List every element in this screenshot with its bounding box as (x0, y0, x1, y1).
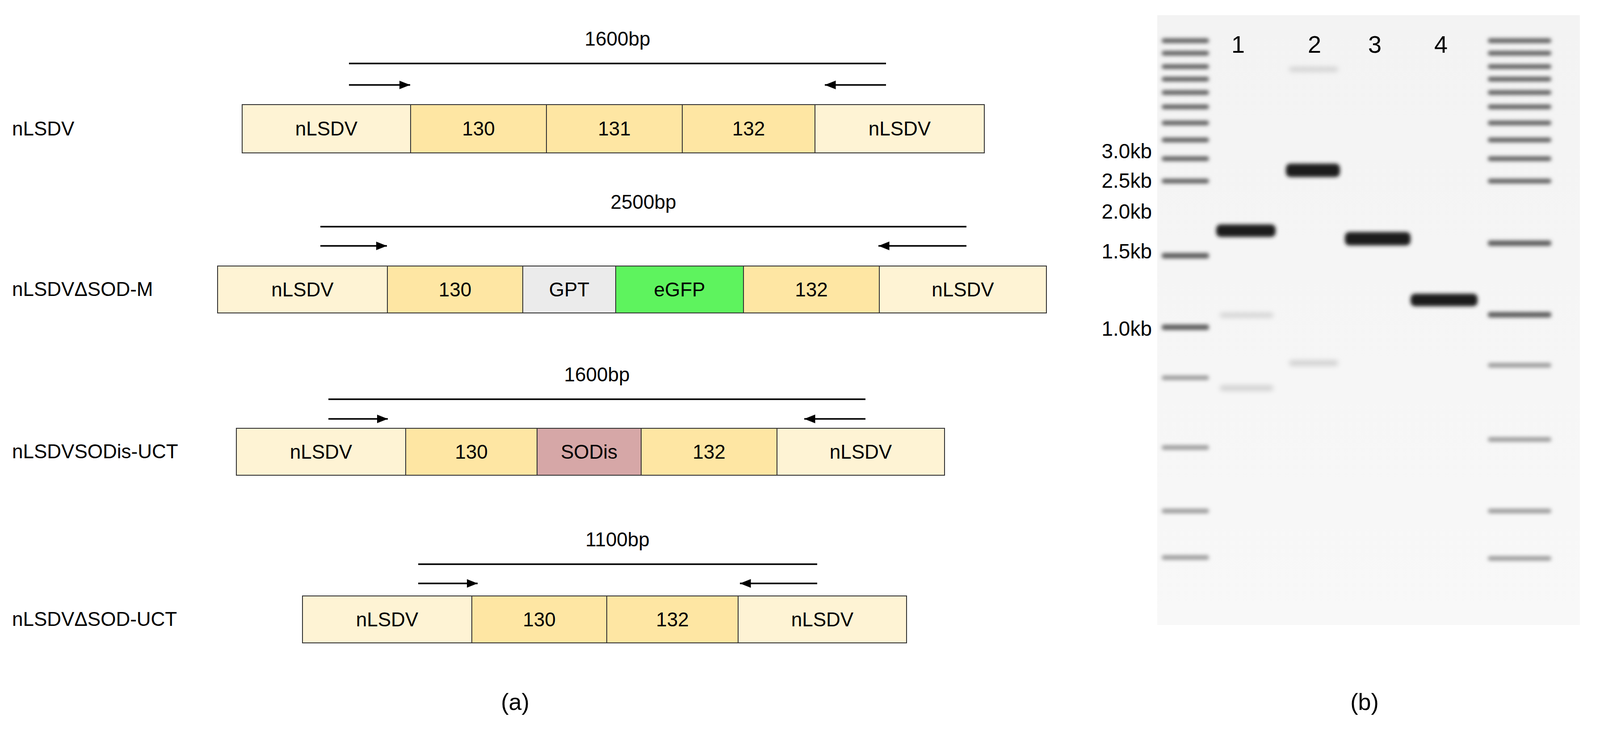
segment-label: 131 (597, 117, 631, 140)
segment-box: 131 (545, 104, 683, 154)
lane-number: 1 (1231, 31, 1245, 58)
segment-box: nLSDV (235, 427, 407, 476)
size-label: 1100bp (585, 528, 650, 551)
gel-image (1157, 15, 1580, 625)
segment-label: 130 (461, 117, 495, 140)
ladder-size: 1.0kb (1101, 317, 1152, 341)
ladder-size: 3.0kb (1101, 139, 1152, 163)
ladder-size: 2.0kb (1101, 200, 1152, 223)
segment-label: 132 (692, 440, 726, 463)
segment-label: nLSDV (931, 278, 994, 301)
segment-box: 132 (743, 265, 880, 314)
segment-label: 132 (655, 608, 689, 631)
ladder-size: 2.5kb (1101, 169, 1152, 193)
segment-label: 132 (794, 278, 828, 301)
lane-number: 2 (1307, 31, 1322, 58)
segment-box: nLSDV (737, 595, 908, 643)
segment-label: GPT (549, 278, 590, 301)
segment-label: SODis (560, 440, 618, 463)
size-label: 1600bp (564, 363, 630, 386)
segment-label: 132 (732, 117, 765, 140)
segment-box: nLSDV (878, 265, 1047, 314)
construct-name: nLSDV (12, 117, 75, 140)
size-label: 2500bp (610, 191, 677, 213)
segment-label: 130 (438, 278, 472, 301)
segment-label: nLSDV (271, 278, 334, 301)
segment-label: nLSDV (295, 117, 358, 140)
segment-box: nLSDV (302, 595, 473, 643)
segment-box: nLSDV (241, 104, 412, 154)
segment-box: 132 (681, 104, 816, 154)
segment-box: nLSDV (217, 265, 388, 314)
lane-number: 4 (1434, 31, 1448, 58)
panel-letter: (a) (500, 688, 530, 715)
segment-box: eGFP (615, 265, 744, 314)
segment-box: 130 (410, 104, 547, 154)
ladder-size: 1.5kb (1101, 239, 1152, 263)
segment-box: 130 (386, 265, 524, 314)
segment-box: 130 (471, 595, 608, 643)
panel-letter: (b) (1350, 688, 1379, 715)
segment-label: 130 (454, 440, 488, 463)
segment-label: nLSDV (868, 117, 931, 140)
construct-name: nLSDVΔSOD-UCT (12, 608, 177, 630)
construct-name: nLSDVΔSOD-M (12, 278, 153, 300)
segment-box: 132 (606, 595, 739, 643)
segment-box: 130 (405, 427, 538, 476)
segment-box: nLSDV (776, 427, 945, 476)
size-bars (320, 63, 967, 564)
construct-name: nLSDVSODis-UCT (12, 440, 179, 462)
segment-label: nLSDV (829, 440, 892, 463)
primer-arrows (320, 84, 967, 584)
segment-box: nLSDV (814, 104, 985, 154)
segment-label: nLSDV (356, 608, 419, 631)
segment-label: nLSDV (791, 608, 854, 631)
segment-label: eGFP (654, 278, 706, 301)
segment-box: 132 (640, 427, 778, 476)
size-label: 1600bp (584, 28, 651, 50)
lane-number: 3 (1368, 31, 1382, 58)
segment-label: nLSDV (289, 440, 353, 463)
segment-label: 130 (522, 608, 556, 631)
segment-box: GPT (522, 265, 617, 314)
segment-box: SODis (536, 427, 642, 476)
